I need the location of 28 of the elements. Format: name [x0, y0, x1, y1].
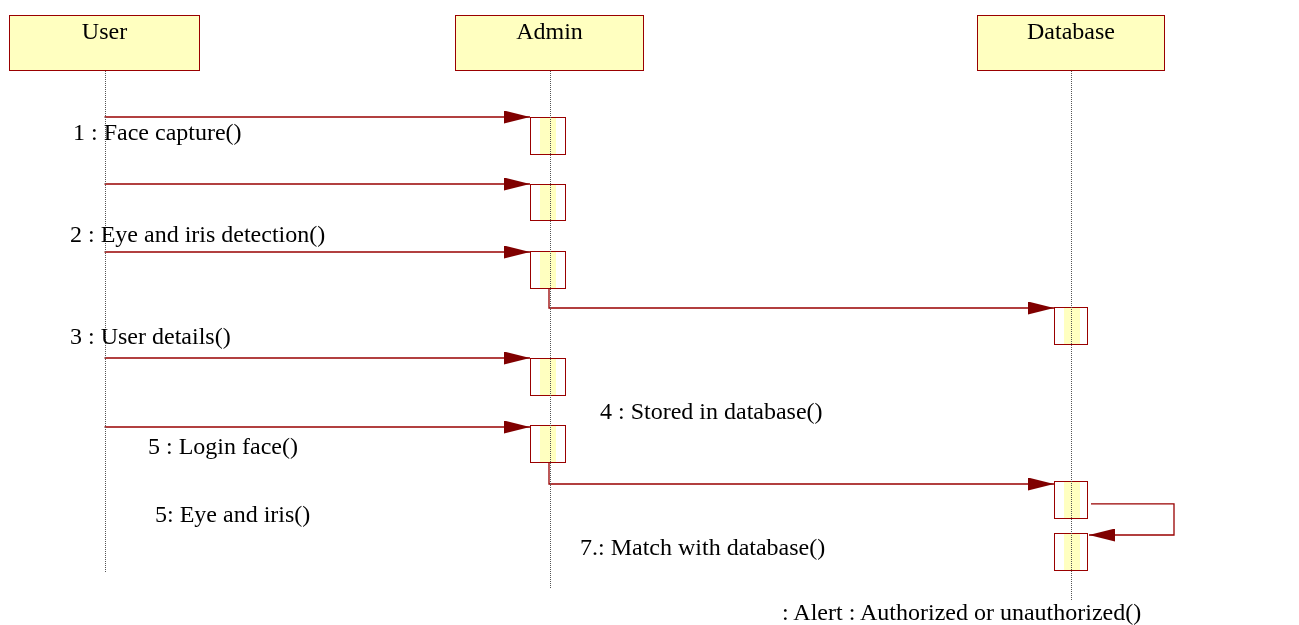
message-label: : Alert : Authorized or unauthorized()	[782, 598, 1142, 625]
activation-box	[530, 184, 566, 221]
message-label: 5 : Login face()	[148, 432, 298, 460]
activation-box	[530, 425, 566, 463]
message-arrow	[1088, 503, 1175, 542]
message-arrow	[103, 110, 531, 124]
message-label: 4 : Stored in database()	[600, 397, 823, 425]
participant-name: Admin	[516, 17, 583, 45]
activation-box	[530, 251, 566, 289]
message-label: 2 : Eye and iris detection()	[70, 220, 326, 248]
message-label: 7.: Match with database()	[580, 533, 826, 561]
message-arrow	[548, 288, 1055, 315]
activation-box	[530, 117, 566, 155]
message-arrow	[103, 420, 531, 434]
message-label: 1 : Face capture()	[73, 118, 242, 146]
message-arrow	[103, 177, 531, 191]
activation-box	[530, 358, 566, 396]
participant-name: User	[81, 17, 128, 45]
message-arrow	[548, 462, 1055, 491]
activation-box	[1054, 533, 1088, 571]
activation-box	[1054, 481, 1088, 519]
message-arrow	[103, 351, 531, 365]
lifeline	[977, 15, 1165, 600]
message-label: 3 : User details()	[70, 322, 231, 350]
activation-box	[1054, 307, 1088, 345]
message-arrow	[103, 245, 531, 259]
message-label: 5: Eye and iris()	[155, 500, 311, 528]
participant-name: Database	[1027, 17, 1115, 45]
